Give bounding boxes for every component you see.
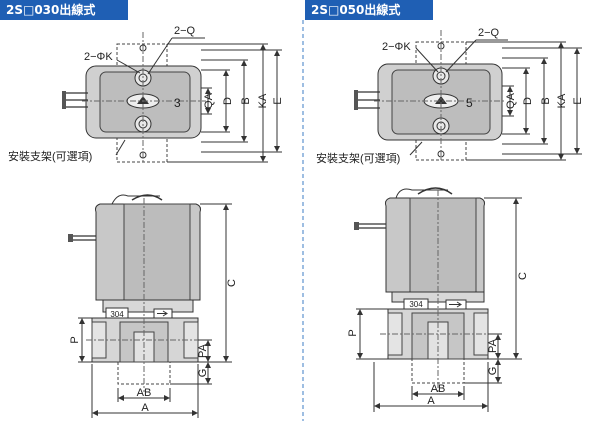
right-front-view <box>354 187 522 412</box>
left-label-b: B <box>240 97 252 104</box>
right-label-qa: QA <box>505 92 517 109</box>
right-label-num: 5 <box>466 96 473 110</box>
right-bracket-note: 安裝支架(可選項) <box>316 151 400 165</box>
right-label-pa: PA <box>487 338 499 353</box>
header-2s030: 2S□030出線式 <box>0 0 128 20</box>
header-2s050: 2S□050出線式 <box>305 0 433 20</box>
left-label-2k: 2−ΦK <box>84 51 113 63</box>
left-label-g: G <box>197 369 209 378</box>
right-label-a: A <box>427 395 435 407</box>
left-plate-label: 304 <box>110 310 124 319</box>
left-front-view <box>68 194 232 418</box>
left-front-arrow-icon <box>157 310 168 317</box>
left-label-d: D <box>222 97 234 105</box>
left-label-a: A <box>141 402 149 414</box>
left-label-ka: KA <box>257 93 269 108</box>
right-plate-label: 304 <box>409 300 423 309</box>
left-label-e: E <box>272 97 284 104</box>
right-label-e: E <box>572 97 584 104</box>
left-label-c: C <box>226 279 238 287</box>
left-label-qa: QA <box>203 92 215 109</box>
right-label-g: G <box>487 367 499 376</box>
right-label-ka: KA <box>556 93 568 108</box>
right-label-b: B <box>540 97 552 104</box>
right-label-c: C <box>517 272 529 280</box>
left-label-p: P <box>69 336 81 343</box>
right-label-2q: 2−Q <box>478 27 500 39</box>
left-top-view <box>62 32 282 164</box>
right-label-p: P <box>347 329 359 336</box>
left-label-ab: AB <box>137 387 152 399</box>
right-top-view <box>354 30 582 162</box>
right-label-2k: 2−ΦK <box>382 41 411 53</box>
right-label-ab: AB <box>431 383 446 395</box>
right-front-arrow-icon <box>449 301 462 308</box>
right-label-d: D <box>522 97 534 105</box>
left-label-2q: 2−Q <box>174 25 196 37</box>
left-label-num: 3 <box>174 96 181 110</box>
left-label-pa: PA <box>197 343 209 358</box>
left-bracket-note: 安裝支架(可選項) <box>8 149 92 163</box>
